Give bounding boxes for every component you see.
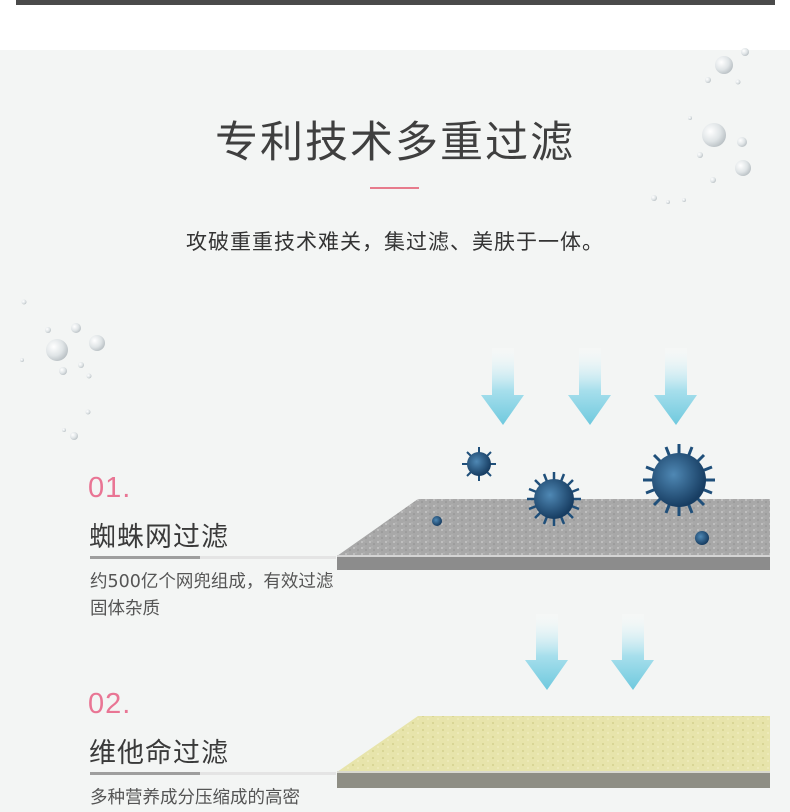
virus-icons: [432, 444, 715, 545]
water-drops-left: [20, 299, 105, 440]
arrow-down-icon: [654, 348, 697, 425]
step-number: 01.: [88, 472, 132, 504]
step-description: 约500亿个网兜组成，有效过滤固体杂质: [90, 572, 334, 619]
arrows-middle: [525, 614, 654, 690]
virus-icon: [643, 444, 715, 516]
virus-icon: [527, 472, 581, 526]
arrow-down-icon: [525, 614, 568, 690]
yellow-filter-layer: [337, 716, 770, 788]
water-drops-top-right: [651, 48, 751, 204]
step-title: 维他命过滤: [89, 738, 229, 769]
virus-icon: [432, 516, 442, 526]
step-number: 02.: [88, 688, 132, 720]
virus-icon: [462, 447, 496, 481]
top-white-band: [0, 0, 790, 50]
page-title: 专利技术多重过滤: [215, 118, 575, 168]
step-title: 蜘蛛网过滤: [89, 522, 229, 553]
step-underline: [90, 772, 336, 775]
gray-filter-layer: [337, 499, 770, 570]
step-underline: [90, 556, 336, 559]
page-subtitle: 攻破重重技术难关，集过滤、美肤于一体。: [186, 230, 604, 254]
arrows-top: [481, 348, 697, 425]
virus-icon: [695, 531, 709, 545]
step-description: 多种营养成分压缩成的高密: [90, 788, 300, 808]
arrow-down-icon: [481, 348, 524, 425]
title-underline: [370, 187, 419, 189]
top-divider-bar: [16, 0, 775, 5]
arrow-down-icon: [611, 614, 654, 690]
arrow-down-icon: [568, 348, 611, 425]
